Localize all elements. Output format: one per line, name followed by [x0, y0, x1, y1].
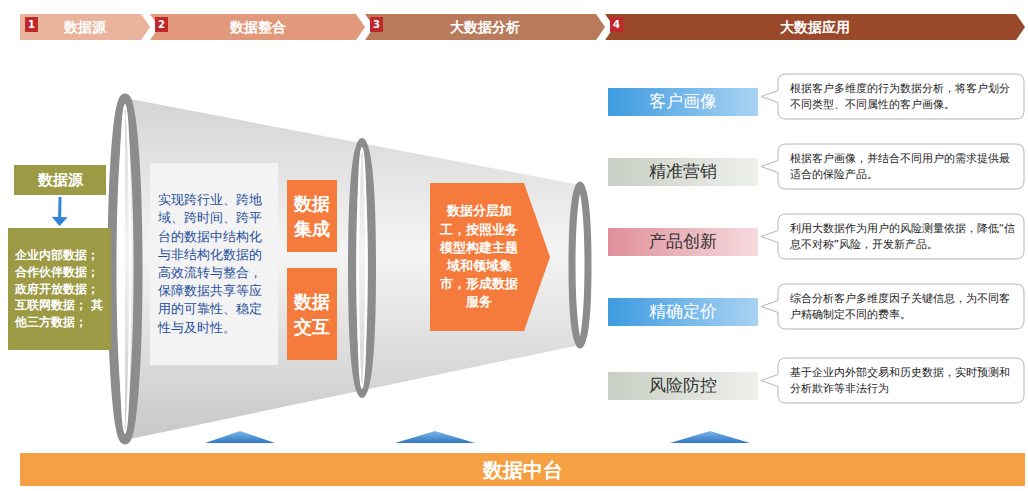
node-text: 大数据应用: [780, 17, 850, 37]
bubble-outline: [761, 358, 1024, 403]
text-wrap: 实现跨行业、跨地域、跨时间、跨平台的数据中结构化与非结构化数据的高效流转与整合，…: [158, 191, 270, 337]
bubble-outline: [761, 144, 1024, 189]
node-text: 产品创新: [649, 230, 717, 254]
node-text: 数据分层加工，按照业务模型构建主题域和领域集市，形成数据服务: [437, 202, 521, 311]
process-box: 数据集成: [287, 180, 337, 252]
text-wrap: 数据中台: [483, 456, 563, 484]
node-text: 风险防控: [649, 374, 717, 398]
bubble-outline: [761, 214, 1024, 259]
text-wrap: 数据分层加工，按照业务模型构建主题域和领域集市，形成数据服务: [437, 202, 521, 311]
funnel-ring: [352, 142, 372, 394]
application-label: 产品创新: [608, 228, 758, 256]
bubble-outline: [758, 283, 1025, 330]
node-text: 数据集成: [292, 191, 332, 241]
node-text: 企业内部数据； 合作伙伴数据； 政府开放数据； 互联网数据； 其他三方数据；: [15, 247, 105, 331]
node-text: 数据源: [38, 170, 83, 191]
node-text: 根据客户画像，并结合不同用户的需求提供最适合的保险产品。: [790, 151, 1018, 182]
stage-number: 2: [155, 17, 168, 32]
text-wrap: 风险防控: [649, 374, 717, 398]
funnel-ring: [572, 185, 588, 345]
funnel-ring-highlight: [120, 105, 130, 433]
chev-outline: [150, 14, 365, 40]
flow-arrow: [52, 197, 68, 226]
arrow-line: [58, 197, 61, 217]
funnel-ring: [112, 98, 138, 440]
text-wrap: 数据整合: [230, 17, 286, 37]
funnel-ring-highlight: [358, 148, 366, 388]
stage-header: 4 大数据应用: [605, 14, 1025, 40]
callout-bubble: 根据客户多维度的行为数据分析，将客户划分不同类型、不同属性的客户画像。: [758, 73, 1025, 120]
node-text: 实现跨行业、跨地域、跨时间、跨平台的数据中结构化与非结构化数据的高效流转与整合，…: [158, 191, 270, 337]
bubble-outline: [758, 357, 1025, 404]
text-wrap: 产品创新: [649, 230, 717, 254]
stage-header: 1 数据源: [20, 14, 150, 40]
analysis-arrow-box: 数据分层加工，按照业务模型构建主题域和领域集市，形成数据服务: [430, 183, 550, 331]
text-wrap: 综合分析客户多维度因子关键信息，为不同客户精确制定不同的费率。: [790, 291, 1018, 322]
text-wrap: 精准营销: [649, 160, 717, 184]
support-triangle: [395, 431, 475, 443]
application-label: 精准营销: [608, 158, 758, 186]
callout-bubble: 根据客户画像，并结合不同用户的需求提供最适合的保险产品。: [758, 143, 1025, 190]
text-wrap: 根据客户画像，并结合不同用户的需求提供最适合的保险产品。: [790, 151, 1018, 182]
stage-number: 3: [370, 17, 383, 32]
process-box: 数据交互: [287, 268, 337, 360]
bubble-outline: [758, 143, 1025, 190]
text-wrap: 数据集成: [292, 191, 332, 241]
chev-outline: [365, 14, 605, 40]
text-wrap: 精确定价: [649, 300, 717, 324]
node-text: 基于企业内外部交易和历史数据，实时预测和分析欺诈等非法行为: [790, 365, 1018, 396]
callout-bubble: 利用大数据作为用户的风险测量依据，降低“信息不对称”风险，开发新产品。: [758, 213, 1025, 260]
text-wrap: 基于企业内外部交易和历史数据，实时预测和分析欺诈等非法行为: [790, 365, 1018, 396]
text-wrap: 企业内部数据； 合作伙伴数据； 政府开放数据； 互联网数据； 其他三方数据；: [15, 247, 105, 331]
node-text: 大数据分析: [450, 17, 520, 37]
bubble-outline: [761, 74, 1024, 119]
application-label: 精确定价: [608, 298, 758, 326]
node-text: 客户画像: [649, 90, 717, 114]
bubble-outline: [758, 213, 1025, 260]
support-triangle: [205, 431, 275, 443]
text-wrap: 根据客户多维度的行为数据分析，将客户划分不同类型、不同属性的客户画像。: [790, 81, 1018, 112]
node-text: 数据整合: [230, 17, 286, 37]
stage-number: 1: [25, 17, 38, 32]
node-text: 数据中台: [483, 456, 563, 484]
source-list-box: 企业内部数据； 合作伙伴数据； 政府开放数据； 互联网数据； 其他三方数据；: [8, 228, 111, 350]
text-wrap: 数据源: [64, 17, 106, 37]
node-text: 精准营销: [649, 160, 717, 184]
chev-outline: [605, 14, 1025, 40]
bubble-outline: [758, 73, 1025, 120]
stage-number: 4: [610, 17, 623, 32]
node-text: 数据源: [64, 17, 106, 37]
text-wrap: 客户画像: [649, 90, 717, 114]
text-wrap: 利用大数据作为用户的风险测量依据，降低“信息不对称”风险，开发新产品。: [790, 221, 1018, 252]
node-text: 综合分析客户多维度因子关键信息，为不同客户精确制定不同的费率。: [790, 291, 1018, 322]
platform-band: 数据中台: [20, 453, 1025, 486]
node-text: 根据客户多维度的行为数据分析，将客户划分不同类型、不同属性的客户画像。: [790, 81, 1018, 112]
node-text: 利用大数据作为用户的风险测量依据，降低“信息不对称”风险，开发新产品。: [790, 221, 1018, 252]
application-label: 风险防控: [608, 372, 758, 400]
stage-header: 3 大数据分析: [365, 14, 605, 40]
node-text: 数据交互: [292, 289, 332, 339]
callout-bubble: 综合分析客户多维度因子关键信息，为不同客户精确制定不同的费率。: [758, 283, 1025, 330]
application-label: 客户画像: [608, 88, 758, 116]
text-wrap: 数据源: [38, 170, 83, 191]
callout-bubble: 基于企业内外部交易和历史数据，实时预测和分析欺诈等非法行为: [758, 357, 1025, 404]
text-wrap: 数据交互: [292, 289, 332, 339]
text-wrap: 大数据应用: [780, 17, 850, 37]
chev-outline: [20, 14, 150, 40]
support-triangle: [670, 431, 750, 443]
integration-text-box: 实现跨行业、跨地域、跨时间、跨平台的数据中结构化与非结构化数据的高效流转与整合，…: [150, 163, 278, 365]
node-text: 精确定价: [649, 300, 717, 324]
text-wrap: 大数据分析: [450, 17, 520, 37]
arrow-head: [52, 217, 68, 226]
funnel-body: [125, 98, 580, 440]
bubble-outline: [761, 284, 1024, 329]
source-box: 数据源: [14, 165, 106, 195]
arrow-outline: [430, 183, 550, 331]
stage-header: 2 数据整合: [150, 14, 365, 40]
